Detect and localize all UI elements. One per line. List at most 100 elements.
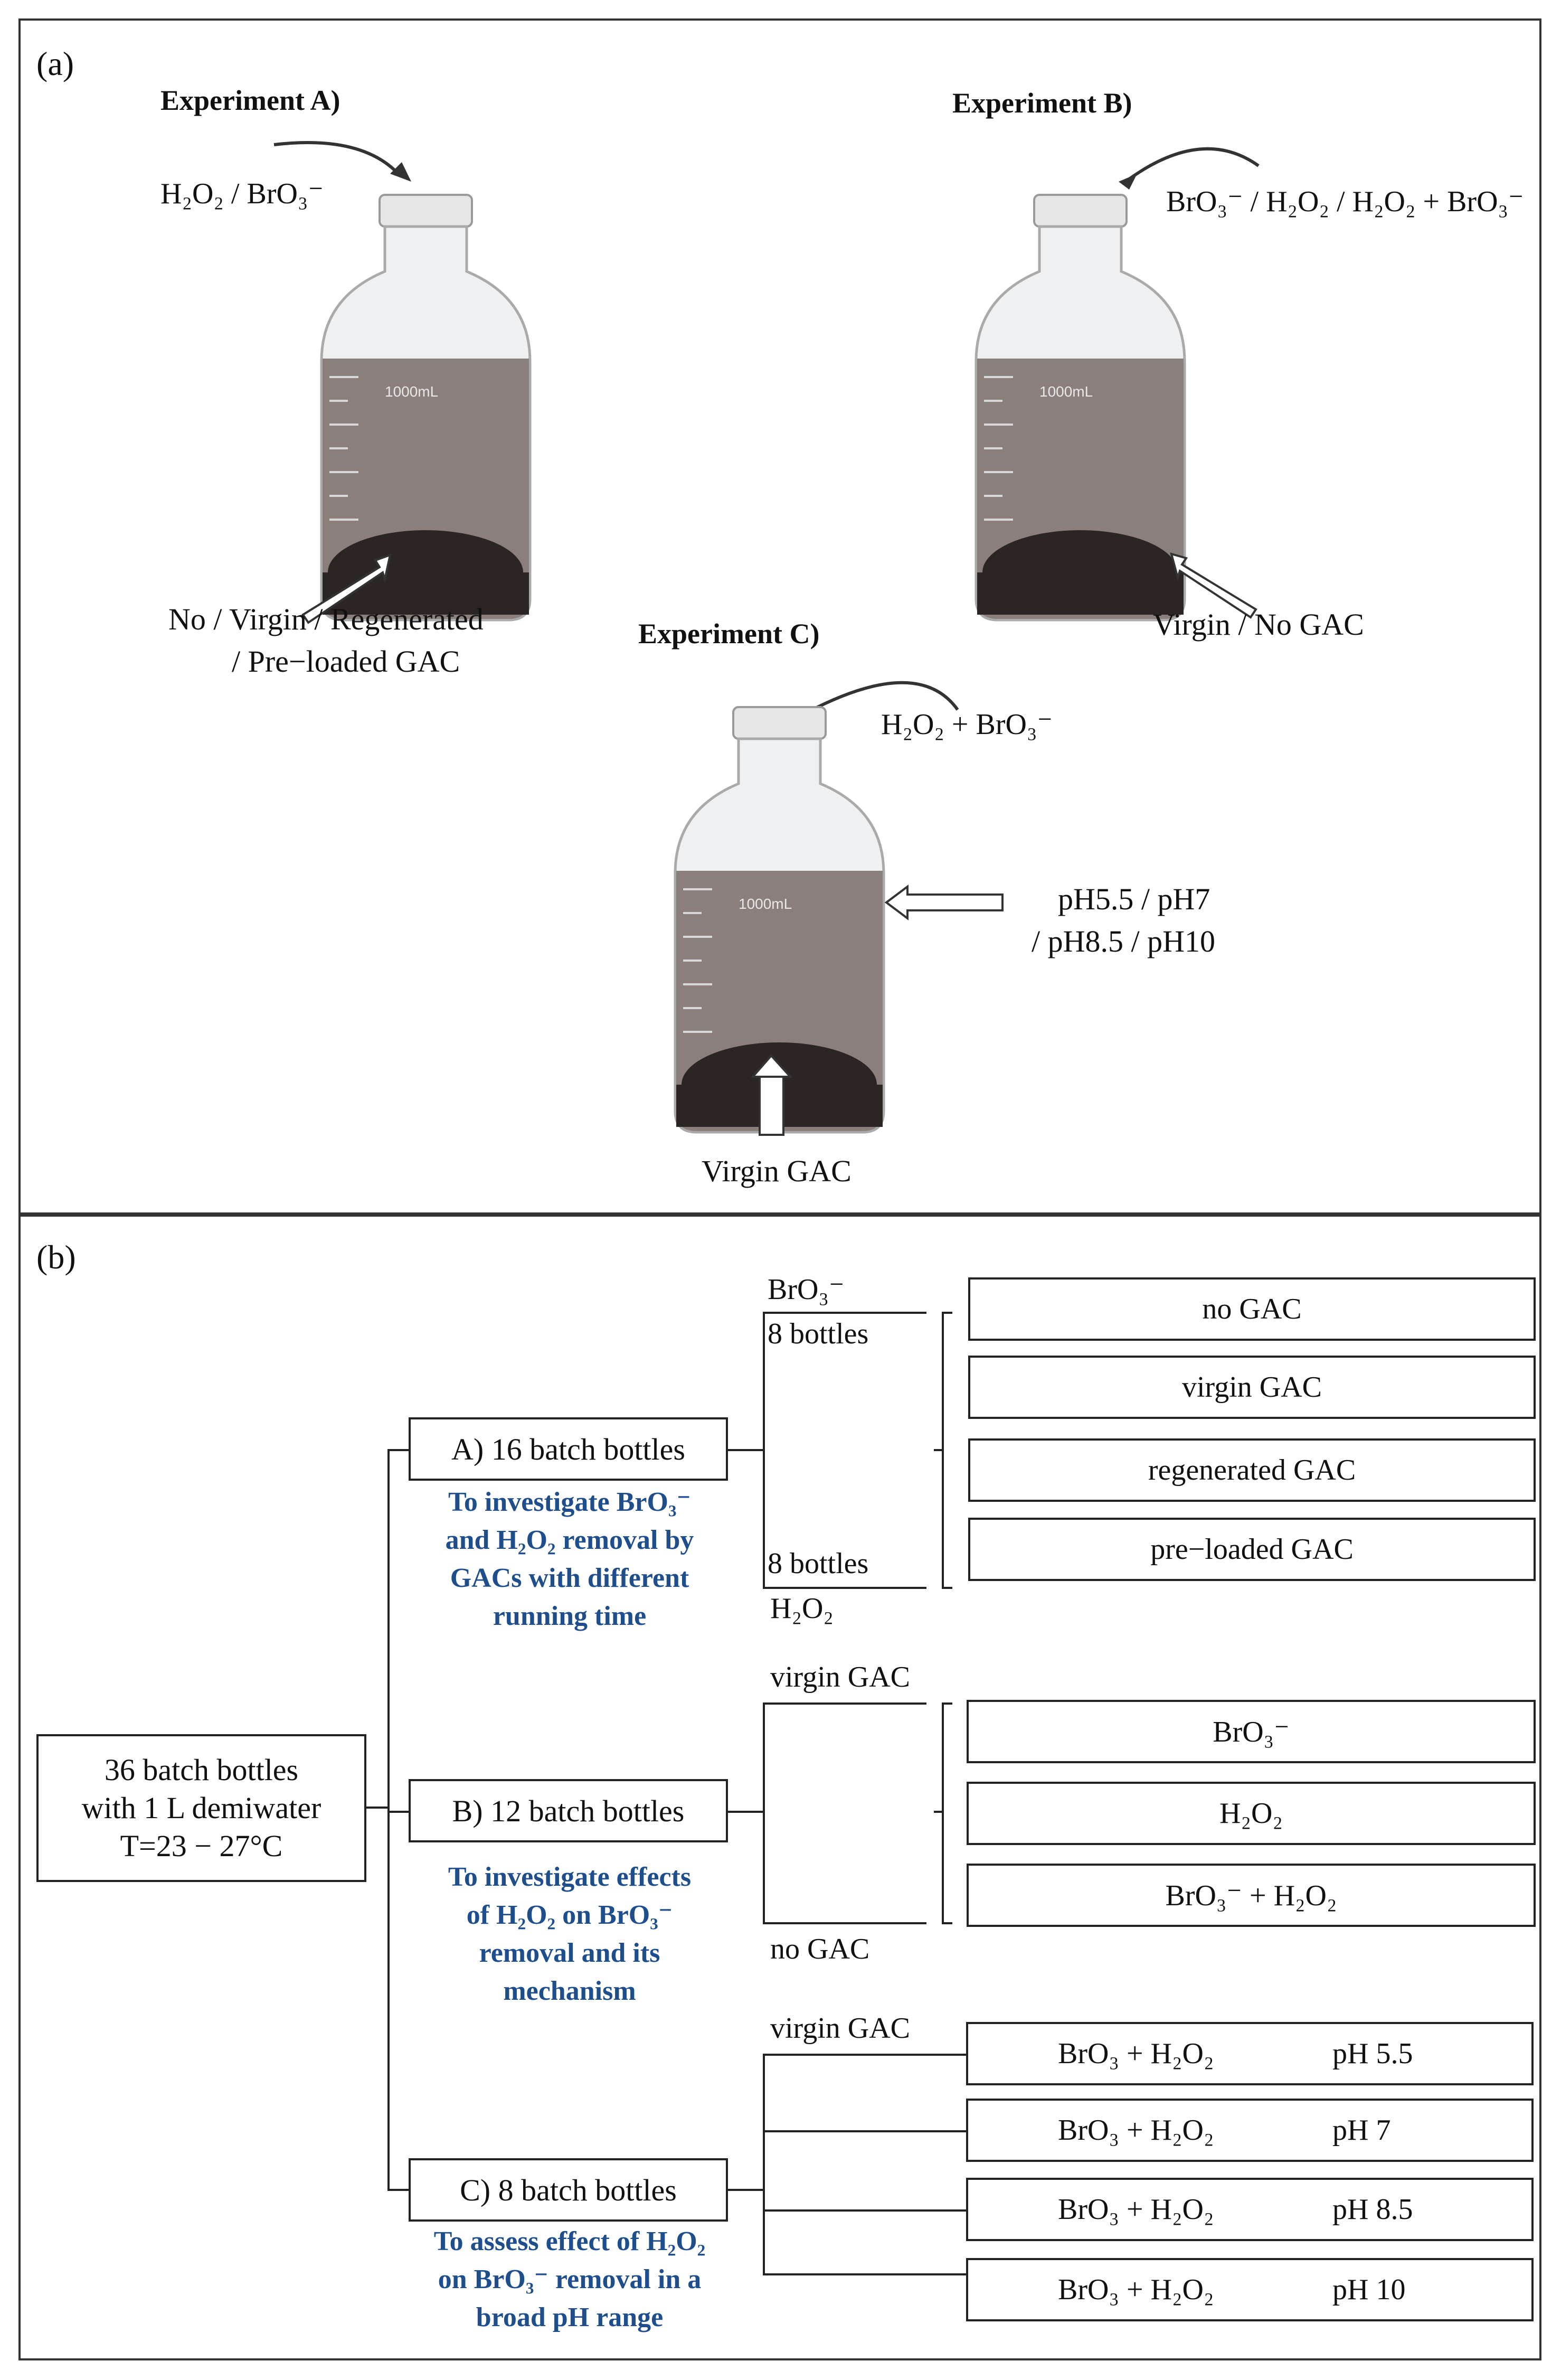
trunk-to-c — [387, 2189, 409, 2191]
branch-a-out — [728, 1449, 765, 1451]
root-line1: 36 batch bottles — [104, 1753, 299, 1787]
experiment-a-gac-arrow-icon — [301, 553, 392, 624]
branch-a-objective-1: To investigate BrO₃⁻ — [448, 1487, 691, 1517]
branch-c-objective-1: To assess effect of H₂O₂ — [433, 2226, 706, 2256]
experiment-c-ph-arrow-icon — [884, 885, 1004, 920]
branch-b-leaf-3: BrO₃⁻ + H₂O₂ — [967, 1864, 1536, 1927]
branch-b-objective-1: To investigate effects — [448, 1862, 692, 1892]
bottle-c-icon — [674, 706, 885, 1134]
branch-b-leaf-2: H₂O₂ — [967, 1782, 1536, 1845]
experiment-c-ph-line1: pH5.5 / pH7 — [1058, 882, 1210, 916]
experiment-b-input: BrO₃⁻ / H₂O₂ / H₂O₂ + BrO₃⁻ — [1166, 185, 1524, 218]
experiment-a-gac-line2: / Pre−loaded GAC — [232, 644, 460, 679]
experiment-c-input: H₂O₂ + BrO₃⁻ — [881, 708, 1053, 741]
bottle-a: 1000mL — [316, 192, 535, 625]
branch-b-bracket — [942, 1702, 944, 1924]
branch-a-objective-2: and H₂O₂ removal by — [445, 1525, 694, 1555]
branch-a-objective: To investigate BrO₃⁻ and H₂O₂ removal by… — [390, 1483, 749, 1635]
branch-c-objective-3: broad pH range — [476, 2302, 664, 2332]
root-box: 36 batch bottles with 1 L demiwater T=23… — [36, 1734, 366, 1882]
branch-c-leaf-2: BrO₃ + H₂O₂ pH 7 — [966, 2099, 1534, 2162]
root-line2: with 1 L demiwater — [81, 1791, 321, 1825]
experiment-b-arrow-icon — [1119, 147, 1260, 190]
branch-c-link-1 — [763, 2054, 966, 2056]
root-line3: T=23 − 27°C — [120, 1829, 283, 1863]
branch-c-leaf-4: BrO₃ + H₂O₂ pH 10 — [966, 2258, 1534, 2321]
branch-b-upper-label: virgin GAC — [770, 1661, 910, 1694]
branch-b-bracket-top — [942, 1702, 952, 1705]
branch-c-leaf-3-mix: BrO₃ + H₂O₂ — [1058, 2193, 1214, 2226]
branch-b-vertical — [763, 1702, 765, 1924]
branch-c-leaf-1-mix: BrO₃ + H₂O₂ — [1058, 2037, 1214, 2070]
experiment-c-title: Experiment C) — [638, 618, 820, 650]
root-connector — [366, 1807, 387, 1809]
branch-c-link-2 — [763, 2130, 966, 2132]
branch-b-objective-3: removal and its — [479, 1938, 660, 1968]
branch-c-leaf-1: BrO₃ + H₂O₂ pH 5.5 — [966, 2022, 1534, 2085]
branch-b-leaf-1: BrO₃⁻ — [967, 1700, 1536, 1763]
branch-c-upper-label: virgin GAC — [770, 2012, 910, 2045]
experiment-c-gac-arrow-icon — [750, 1053, 793, 1136]
branch-a-leaf-4: pre−loaded GAC — [968, 1518, 1536, 1581]
bottle-c: 1000mL — [670, 704, 889, 1137]
bottle-b-mark: 1000mL — [1039, 383, 1093, 400]
branch-c-vertical — [763, 2054, 765, 2275]
branch-a-vertical — [763, 1312, 765, 1589]
branch-b-objective-4: mechanism — [503, 1976, 636, 2006]
branch-c-leaf-2-ph: pH 7 — [1332, 2114, 1391, 2147]
experiment-c-ph-line2: / pH8.5 / pH10 — [1032, 924, 1215, 958]
branch-a-bracket-bottom — [942, 1587, 952, 1589]
branch-c-box: C) 8 batch bottles — [409, 2158, 728, 2222]
branch-c-objective-2: on BrO₃⁻ removal in a — [438, 2264, 702, 2294]
branch-c-leaf-2-mix: BrO₃ + H₂O₂ — [1058, 2114, 1214, 2147]
panel-b-label: (b) — [36, 1238, 76, 1276]
branch-b-upper — [763, 1702, 926, 1705]
trunk-to-a — [387, 1449, 409, 1451]
branch-b-lower-label: no GAC — [770, 1933, 870, 1965]
branch-a-leaf-3: regenerated GAC — [968, 1438, 1536, 1502]
panel-a-label: (a) — [36, 45, 74, 82]
branch-c-leaf-3: BrO₃ + H₂O₂ pH 8.5 — [966, 2178, 1534, 2241]
branch-a-upper — [763, 1312, 926, 1314]
branch-a-upper-top: BrO₃⁻ — [768, 1273, 845, 1306]
branch-a-objective-4: running time — [493, 1601, 647, 1631]
branch-c-link-3 — [763, 2209, 966, 2212]
panel-b: (b) 36 batch bottles with 1 L demiwater … — [18, 1215, 1541, 2360]
branch-b-bracket-tick — [934, 1811, 942, 1813]
branch-b-bracket-bottom — [942, 1922, 952, 1924]
branch-b-box: B) 12 batch bottles — [409, 1779, 728, 1842]
branch-b-lower — [763, 1922, 926, 1924]
branch-c-leaf-4-ph: pH 10 — [1332, 2273, 1406, 2306]
branch-a-bracket-top — [942, 1312, 952, 1314]
branch-a-bracket — [942, 1312, 944, 1589]
experiment-a-gac-line1: No / Virgin / Regenerated — [168, 602, 484, 636]
branch-a-upper-bottom: 8 bottles — [768, 1318, 869, 1350]
branch-a-lower-bottom: H₂O₂ — [770, 1592, 834, 1625]
branch-a-lower-top: 8 bottles — [768, 1547, 869, 1580]
branch-c-leaf-1-ph: pH 5.5 — [1332, 2037, 1413, 2070]
experiment-c-gac: Virgin GAC — [702, 1154, 852, 1188]
panel-a: (a) Experiment A) H₂O₂ / BrO₃⁻ 1000mL No… — [18, 18, 1541, 1215]
branch-b-out — [728, 1811, 765, 1813]
bottle-c-mark: 1000mL — [739, 896, 792, 912]
branch-c-leaf-3-ph: pH 8.5 — [1332, 2193, 1413, 2226]
experiment-b-title: Experiment B) — [952, 87, 1132, 119]
trunk-to-b — [387, 1811, 409, 1813]
branch-a-lower — [763, 1587, 926, 1589]
bottle-b-icon — [975, 194, 1186, 622]
experiment-a-title: Experiment A) — [160, 84, 340, 116]
branch-a-box: A) 16 batch bottles — [409, 1417, 728, 1481]
experiment-b-gac-arrow-icon — [1170, 552, 1257, 619]
experiment-b-gac: Virgin / No GAC — [1153, 607, 1364, 642]
branch-a-bracket-tick — [934, 1449, 942, 1451]
trunk-vertical — [387, 1449, 390, 2191]
branch-c-leaf-4-mix: BrO₃ + H₂O₂ — [1058, 2273, 1214, 2306]
branch-c-objective: To assess effect of H₂O₂ on BrO₃⁻ remova… — [372, 2223, 768, 2337]
branch-a-objective-3: GACs with different — [450, 1563, 689, 1593]
bottle-b: 1000mL — [971, 192, 1190, 625]
bottle-a-mark: 1000mL — [385, 383, 439, 400]
branch-a-leaf-1: no GAC — [968, 1277, 1536, 1341]
branch-b-objective: To investigate effects of H₂O₂ on BrO₃⁻ … — [390, 1858, 749, 2010]
experiment-a-input: H₂O₂ / BrO₃⁻ — [160, 177, 324, 210]
branch-a-leaf-2: virgin GAC — [968, 1356, 1536, 1419]
